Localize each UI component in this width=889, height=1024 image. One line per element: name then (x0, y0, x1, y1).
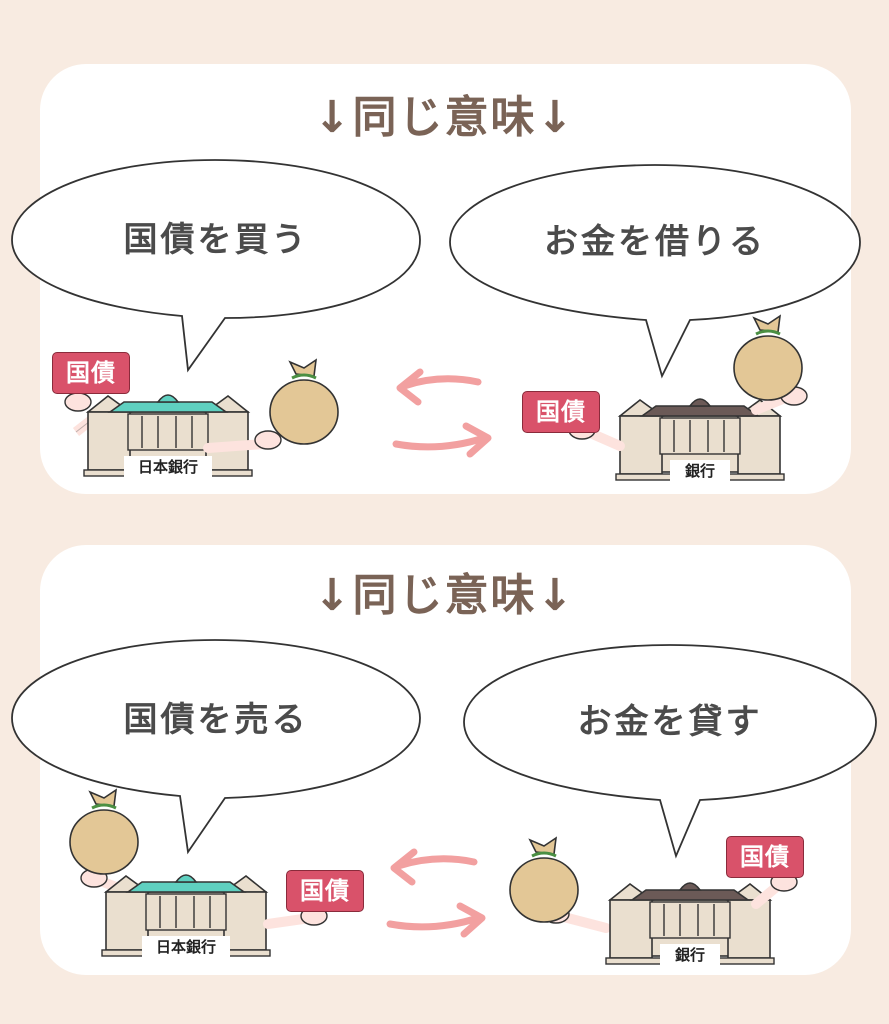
speech-bubble-left (11, 159, 421, 373)
arrow-right-head-icon (462, 422, 492, 458)
arrow-right-icon (386, 914, 482, 931)
bank-label-boj: 日本銀行 (124, 456, 212, 478)
bond-tag: 国債 (286, 870, 364, 912)
bubble-text-left: 国債を買う (123, 220, 309, 260)
bond-tag: 国債 (726, 836, 804, 878)
section-heading: ↓同じ意味↓ (313, 570, 576, 621)
hand-icon (254, 430, 282, 450)
bank-label-commercial: 銀行 (670, 460, 730, 482)
bank-label-boj: 日本銀行 (142, 936, 230, 958)
bond-tag: 国債 (522, 391, 600, 433)
money-bag-icon (732, 314, 804, 402)
arrow-left-head-icon (396, 368, 424, 406)
money-bag-icon (268, 358, 340, 446)
speech-bubble-left (11, 639, 421, 855)
section-heading: ↓同じ意味↓ (313, 92, 576, 143)
arm-icon (203, 439, 269, 453)
money-bag-icon (68, 788, 140, 876)
arrow-right-icon (392, 434, 488, 451)
bubble-text-right: お金を貸す (577, 702, 763, 742)
bubble-text-right: お金を借りる (544, 222, 766, 262)
bank-building-icon (615, 398, 785, 481)
hand-icon (64, 392, 92, 412)
boj-building-icon (72, 394, 253, 477)
bank-label-commercial: 銀行 (660, 944, 720, 966)
arrow-left-icon (394, 855, 478, 870)
bubble-text-left: 国債を売る (123, 700, 309, 740)
arrow-left-head-icon (390, 848, 418, 886)
speech-bubble-right (463, 644, 877, 859)
bond-tag: 国債 (52, 352, 130, 394)
boj-building-icon (101, 874, 271, 957)
arrow-right-head-icon (456, 902, 486, 938)
speech-bubble-right (449, 164, 861, 379)
arrow-left-icon (400, 375, 482, 390)
bank-building-icon (605, 882, 775, 965)
money-bag-icon (508, 836, 580, 924)
